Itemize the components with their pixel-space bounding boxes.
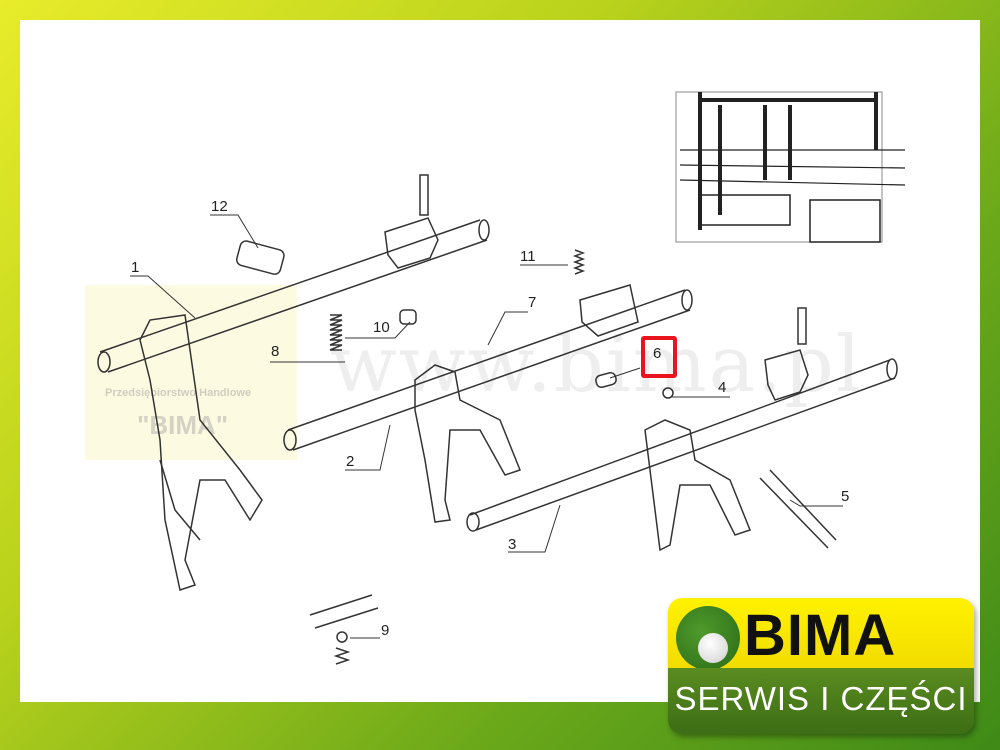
part-10 bbox=[399, 309, 417, 325]
logo-tagline: SERWIS I CZĘŚCI bbox=[674, 680, 968, 717]
part-12 bbox=[235, 240, 285, 275]
callout-3: 3 bbox=[508, 536, 517, 553]
shift-block-1 bbox=[384, 217, 439, 269]
callout-8: 8 bbox=[271, 343, 280, 360]
gearbox-inset-drawing bbox=[675, 91, 906, 243]
callout-10: 10 bbox=[373, 319, 390, 336]
bima-logo: BIMA SERWIS I CZĘŚCI bbox=[668, 598, 974, 734]
pin-right bbox=[797, 307, 807, 345]
fork-3 bbox=[644, 419, 751, 552]
callout-4: 4 bbox=[718, 379, 727, 396]
callout-5: 5 bbox=[841, 488, 850, 505]
pin-top bbox=[419, 174, 429, 216]
callout-1: 1 bbox=[131, 259, 140, 276]
shaft-3 bbox=[466, 358, 898, 532]
spring-11 bbox=[572, 249, 586, 275]
part-9 bbox=[309, 594, 379, 665]
logo-top-band: BIMA bbox=[668, 598, 974, 670]
callout-2: 2 bbox=[346, 453, 355, 470]
logo-name: BIMA bbox=[744, 603, 897, 668]
shaft-2 bbox=[283, 289, 693, 451]
shift-block-2 bbox=[579, 284, 639, 337]
fork-2 bbox=[414, 364, 521, 523]
logo-bottom-band: SERWIS I CZĘŚCI bbox=[668, 668, 974, 734]
shift-block-3 bbox=[764, 349, 809, 401]
callout-6: 6 bbox=[653, 345, 662, 362]
callout-7: 7 bbox=[528, 294, 537, 311]
spring-8 bbox=[329, 314, 343, 351]
highlight-box-part-6 bbox=[641, 336, 677, 378]
rod-5 bbox=[759, 469, 837, 549]
shaft-1 bbox=[97, 219, 490, 373]
part-4 bbox=[662, 387, 674, 399]
watermark-company-line: Przedsiębiorstwo Handlowe bbox=[105, 387, 252, 399]
callout-11: 11 bbox=[520, 248, 536, 265]
part-6 bbox=[595, 371, 617, 389]
logo-ball-highlight bbox=[698, 633, 728, 663]
leader-lines bbox=[130, 214, 843, 639]
callout-9: 9 bbox=[381, 622, 390, 639]
fork-1 bbox=[139, 314, 263, 591]
callout-12: 12 bbox=[211, 198, 228, 215]
